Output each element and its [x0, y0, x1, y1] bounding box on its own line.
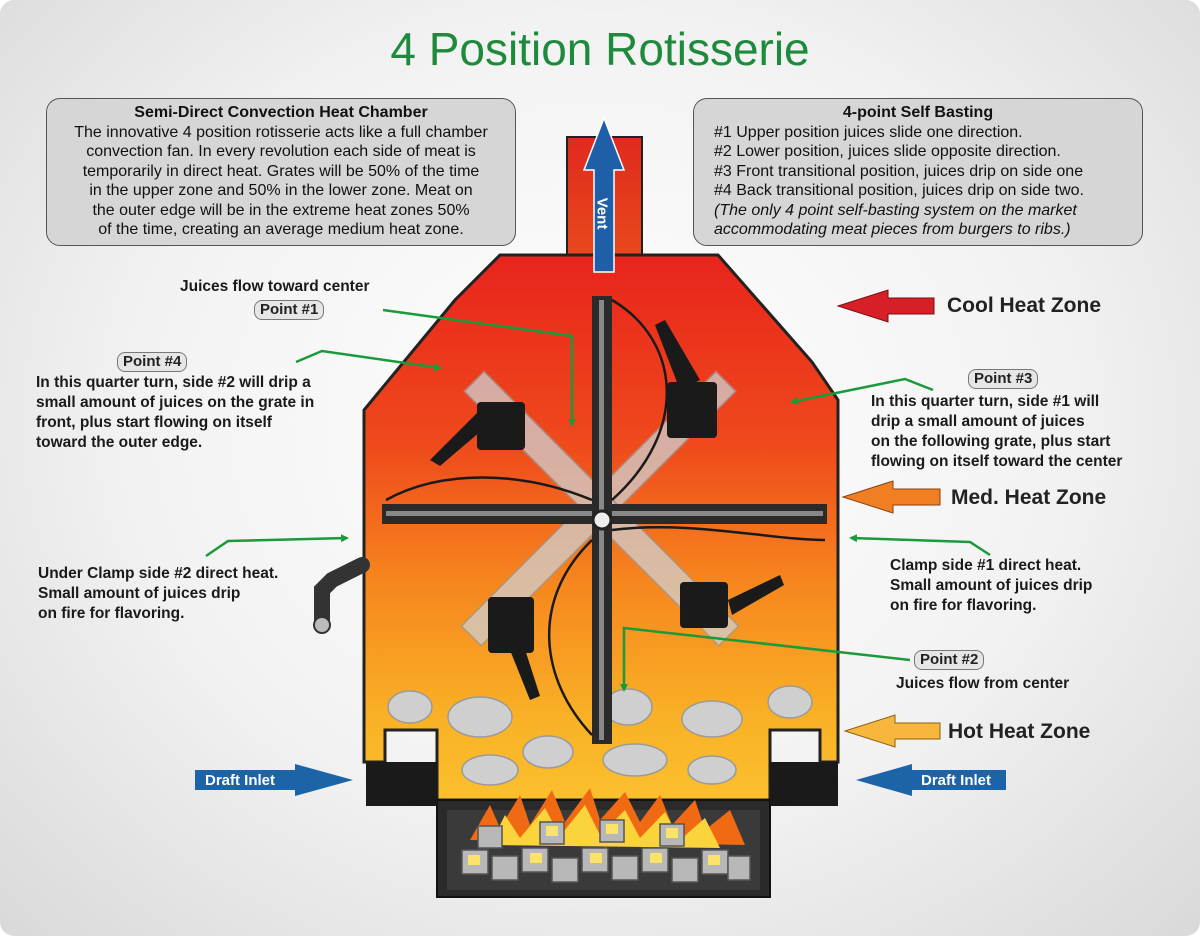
diagram-title: 4 Position Rotisserie	[390, 23, 810, 75]
right-draft-arrow	[856, 764, 1006, 796]
hot-zone-arrow	[843, 714, 941, 748]
vent-label: Vent	[593, 197, 611, 230]
convection-heading: Semi-Direct Convection Heat Chamber	[134, 104, 428, 121]
right-draft-port	[770, 762, 838, 806]
right-draft-label: Draft Inlet	[921, 772, 992, 789]
point1-caption: Juices flow toward center	[180, 278, 370, 295]
left-clamp-description: Under Clamp side #2 direct heat.Small am…	[38, 565, 279, 622]
smoke-clouds	[387, 685, 813, 786]
point2-caption: Juices flow from center	[896, 675, 1070, 692]
point4-description: In this quarter turn, side #2 will drip …	[36, 374, 315, 451]
vent-arrow	[582, 115, 626, 273]
fire-coals	[461, 788, 751, 883]
med-zone-label: Med. Heat Zone	[951, 486, 1107, 509]
left-draft-label: Draft Inlet	[205, 772, 276, 789]
basting-heading: 4-point Self Basting	[842, 104, 994, 121]
left-draft-arrow	[195, 764, 353, 796]
med-zone-arrow	[841, 480, 941, 514]
point3-tag: Point #3	[968, 369, 1039, 389]
side-handle	[314, 557, 370, 633]
grate-paths	[385, 298, 826, 736]
hot-zone-label: Hot Heat Zone	[948, 720, 1091, 743]
convection-info-box: Semi-Direct Convection Heat Chamber The …	[46, 98, 516, 246]
point4-tag: Point #4	[117, 352, 188, 372]
left-draft-port	[366, 762, 437, 806]
basting-info-box: 4-point Self Basting #1 Upper position j…	[693, 98, 1143, 246]
point1-tag: Point #1	[254, 300, 325, 320]
right-clamp-description: Clamp side #1 direct heat.Small amount o…	[890, 557, 1093, 614]
point2-tag: Point #2	[914, 650, 985, 670]
cool-zone-arrow	[836, 289, 935, 323]
meat-clamps	[430, 320, 784, 700]
cool-zone-label: Cool Heat Zone	[947, 294, 1102, 317]
rotisserie-rack	[382, 296, 827, 744]
pointer-arrows	[205, 308, 991, 692]
